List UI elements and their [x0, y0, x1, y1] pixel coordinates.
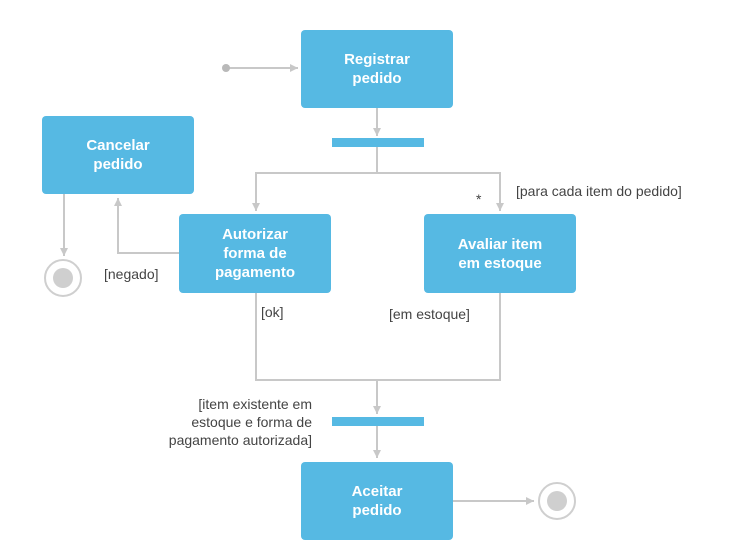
final-node-dot [53, 268, 73, 288]
edge-avaliar-join [377, 293, 501, 381]
label-para-cada-item: [para cada item do pedido] [516, 183, 682, 199]
node-registrar-pedido[interactable]: Registrar pedido [301, 30, 453, 108]
edge-fork-autorizar [252, 146, 378, 211]
edge-autorizar-join [255, 293, 377, 381]
final-node-dot [547, 491, 567, 511]
label-item-existente: [item existente em estoque e forma de pa… [168, 396, 312, 448]
label-em-estoque: [em estoque] [389, 306, 470, 322]
edge-autorizar-cancelar [114, 198, 179, 254]
label-negado: [negado] [104, 266, 159, 282]
label-multiplicity: * [476, 191, 482, 207]
fork-bar [332, 138, 424, 147]
edge-fork-avaliar [377, 172, 504, 211]
label-ok: [ok] [261, 304, 284, 320]
node-autorizar-pagamento[interactable]: Autorizar forma de pagamento [179, 214, 331, 293]
node-cancelar-pedido[interactable]: Cancelar pedido [42, 116, 194, 194]
initial-node [222, 64, 230, 72]
final-node-accept [538, 482, 576, 520]
final-node-cancel [44, 259, 82, 297]
join-bar [332, 417, 424, 426]
node-avaliar-estoque[interactable]: Avaliar item em estoque [424, 214, 576, 293]
node-aceitar-pedido[interactable]: Aceitar pedido [301, 462, 453, 540]
